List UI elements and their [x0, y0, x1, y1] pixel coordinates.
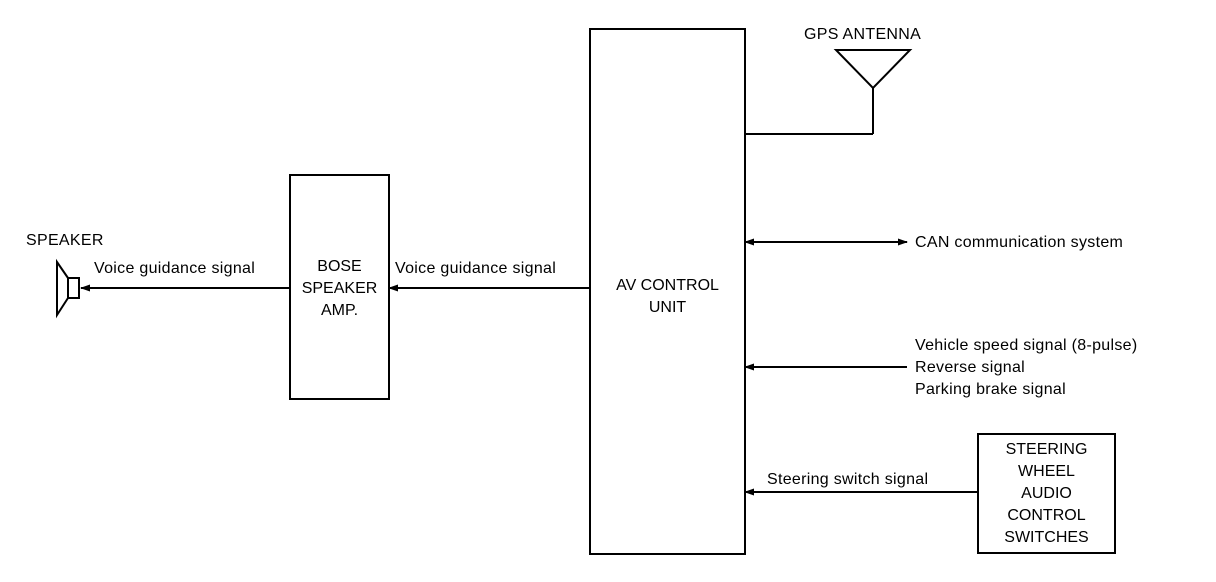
steering-line-5: SWITCHES	[1004, 529, 1089, 546]
steering-line-4: CONTROL	[1007, 507, 1086, 524]
voice-guidance-label-speaker: Voice guidance signal	[94, 260, 256, 277]
av-unit-line-1: AV CONTROL	[616, 277, 719, 294]
speaker-label: SPEAKER	[26, 232, 104, 249]
steering-line-2: WHEEL	[1018, 463, 1075, 480]
voice-guidance-label-amp: Voice guidance signal	[395, 260, 557, 277]
gps-antenna-label: GPS ANTENNA	[804, 26, 922, 43]
steering-wheel-switches-box: STEERING WHEEL AUDIO CONTROL SWITCHES	[977, 433, 1116, 554]
bose-amp-line-1: BOSE	[317, 258, 362, 275]
bose-amp-line-2: SPEAKER	[301, 280, 378, 297]
steering-line-1: STEERING	[1005, 441, 1088, 458]
av-unit-line-2: UNIT	[648, 299, 687, 316]
speaker-icon	[56, 258, 80, 319]
bose-speaker-amp-box: BOSE SPEAKER AMP.	[289, 174, 390, 400]
av-control-unit-box: AV CONTROL UNIT	[589, 28, 746, 555]
steering-line-3: AUDIO	[1021, 485, 1072, 502]
vehicle-speed-label: Vehicle speed signal (8-pulse)	[915, 337, 1138, 354]
steering-switch-label: Steering switch signal	[767, 471, 929, 488]
parking-brake-label: Parking brake signal	[915, 381, 1066, 398]
reverse-signal-label: Reverse signal	[915, 359, 1026, 376]
gps-antenna-icon	[745, 49, 913, 135]
can-label: CAN communication system	[915, 234, 1124, 251]
bose-amp-line-3: AMP.	[320, 302, 359, 319]
